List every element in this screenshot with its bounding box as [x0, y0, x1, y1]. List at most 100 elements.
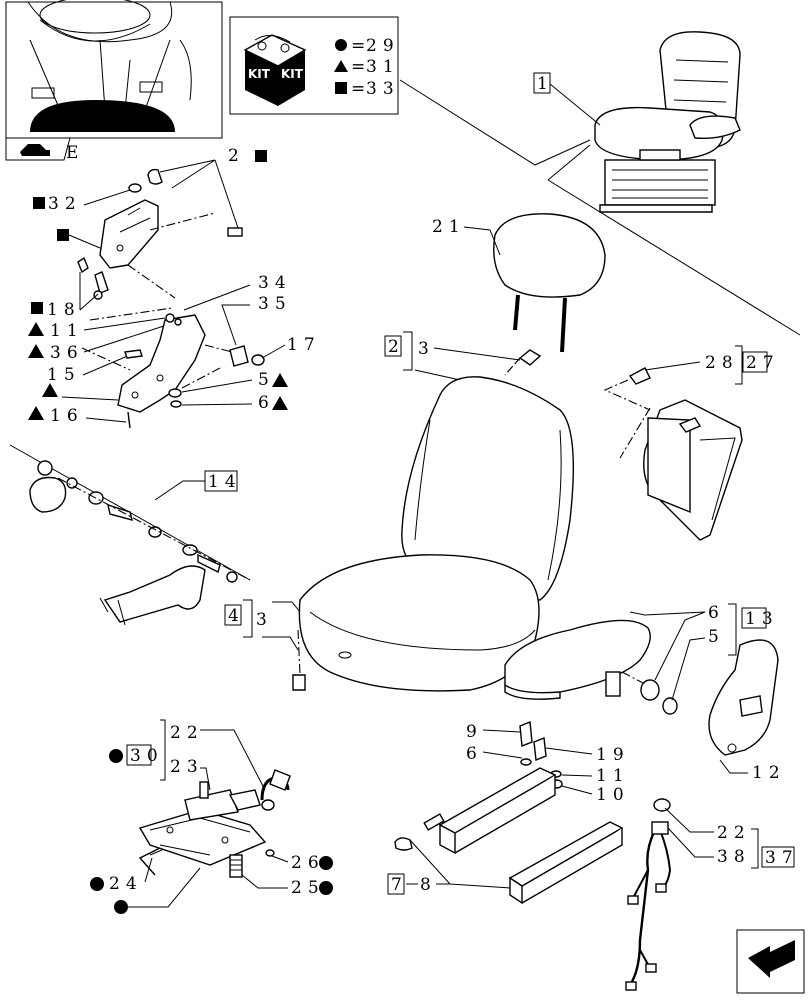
- svg-text:13: 13: [745, 609, 779, 629]
- callout-box-37: [761, 846, 795, 868]
- svg-text:2: 2: [228, 146, 245, 166]
- svg-text:23: 23: [170, 757, 204, 777]
- svg-text:1: 1: [537, 74, 554, 94]
- backrest-screw[interactable]: [504, 349, 542, 376]
- complete-seat-assembly[interactable]: [594, 31, 741, 213]
- svg-text:7: 7: [391, 875, 408, 895]
- svg-text:11: 11: [596, 766, 630, 786]
- cap-screw-pair[interactable]: [128, 168, 243, 237]
- circle-symbol-icon: [319, 881, 333, 895]
- svg-text:16: 16: [50, 406, 84, 426]
- triangle-symbol-icon: [42, 383, 58, 397]
- svg-text:KIT: KIT: [248, 67, 271, 81]
- svg-text:6: 6: [258, 393, 275, 413]
- svg-text:21: 21: [432, 217, 466, 237]
- svg-text:27: 27: [746, 353, 780, 373]
- callout-box-7: [387, 873, 405, 895]
- svg-text:6: 6: [466, 744, 483, 764]
- seat-slide-rails[interactable]: [394, 767, 624, 905]
- svg-text:3: 3: [256, 610, 273, 630]
- callout-box-13: [741, 607, 767, 629]
- svg-text:=: =: [351, 36, 371, 56]
- square-symbol-icon: [33, 197, 45, 209]
- svg-text:17: 17: [287, 335, 321, 355]
- svg-text:6: 6: [708, 603, 725, 623]
- svg-text:24: 24: [109, 874, 143, 894]
- svg-text:32: 32: [48, 194, 82, 214]
- svg-text:3: 3: [418, 339, 435, 359]
- svg-text:=: =: [351, 57, 371, 77]
- headrest[interactable]: [493, 213, 606, 353]
- svg-text:8: 8: [420, 875, 437, 895]
- triangle-symbol-icon: [28, 322, 44, 336]
- seat-back-cover[interactable]: [643, 399, 743, 541]
- kit-circle-value: 29: [366, 36, 400, 56]
- mounting-bracket[interactable]: [99, 199, 159, 269]
- svg-text:36: 36: [50, 343, 84, 363]
- svg-text:26: 26: [291, 853, 325, 873]
- svg-text:14: 14: [208, 472, 242, 492]
- circle-symbol-icon: [109, 749, 123, 763]
- svg-text:28: 28: [705, 353, 739, 373]
- svg-text:34: 34: [258, 273, 292, 293]
- triangle-symbol-icon: [28, 406, 44, 420]
- kit-legend: KIT KIT = 29 = 31 = 33: [229, 16, 400, 115]
- callout-box-30: [126, 744, 152, 766]
- spacer-bushing[interactable]: [229, 345, 265, 367]
- tractor-icon[interactable]: E: [5, 137, 84, 163]
- square-symbol-icon: [31, 302, 43, 314]
- circle-symbol-icon: [319, 856, 333, 870]
- svg-text:2: 2: [388, 337, 405, 357]
- kit-triangle-value: 31: [366, 57, 400, 77]
- seat-side-panel[interactable]: [708, 639, 779, 756]
- seat-belt-assembly[interactable]: [29, 460, 238, 626]
- svg-text:35: 35: [258, 294, 292, 314]
- svg-text:30: 30: [130, 746, 164, 766]
- tractor-cab-thumbnail[interactable]: [5, 0, 223, 139]
- suspension-cable[interactable]: [260, 769, 291, 811]
- svg-text:22: 22: [717, 823, 751, 843]
- circle-symbol-icon: [335, 39, 347, 51]
- square-symbol-icon: [335, 82, 347, 94]
- svg-text:9: 9: [466, 722, 483, 742]
- triangle-symbol-icon: [272, 373, 288, 387]
- triangle-symbol-icon: [28, 344, 44, 358]
- thumbnail-tab-letter: E: [66, 143, 84, 163]
- kit-box-icon: KIT KIT: [243, 34, 307, 106]
- svg-text:4: 4: [228, 606, 245, 626]
- svg-text:38: 38: [717, 847, 751, 867]
- svg-text:10: 10: [596, 785, 630, 805]
- svg-text:11: 11: [50, 321, 84, 341]
- square-symbol-icon: [57, 229, 69, 241]
- svg-text:22: 22: [170, 723, 204, 743]
- armrest[interactable]: [504, 619, 651, 700]
- spring-element[interactable]: [229, 854, 243, 878]
- svg-text:5: 5: [258, 370, 275, 390]
- armrest-washer-nut[interactable]: [640, 679, 678, 715]
- seat-backrest[interactable]: [401, 376, 575, 601]
- triangle-symbol-icon: [272, 396, 288, 410]
- svg-text:19: 19: [596, 745, 630, 765]
- square-symbol-icon: [255, 150, 267, 162]
- svg-text:=: =: [351, 79, 371, 99]
- seat-suspension-base[interactable]: [138, 781, 267, 866]
- navigation-arrow-icon[interactable]: [736, 929, 805, 994]
- seat-cushion[interactable]: [298, 554, 540, 692]
- callout-box-4: [224, 604, 242, 626]
- svg-text:37: 37: [765, 848, 799, 868]
- callout-box-1: [533, 72, 551, 94]
- callout-box-2: [384, 335, 402, 357]
- svg-text:18: 18: [47, 300, 81, 320]
- seat-support-plate[interactable]: [117, 313, 206, 413]
- kit-square-value: 33: [366, 79, 400, 99]
- bolt-small[interactable]: [77, 256, 109, 300]
- svg-text:12: 12: [752, 763, 786, 783]
- svg-text:25: 25: [291, 878, 325, 898]
- callout-box-27: [742, 351, 768, 373]
- svg-text:15: 15: [47, 365, 81, 385]
- circle-symbol-icon: [114, 900, 128, 914]
- wiring-harness[interactable]: [625, 798, 672, 991]
- triangle-symbol-icon: [334, 60, 348, 72]
- circle-symbol-icon: [90, 877, 104, 891]
